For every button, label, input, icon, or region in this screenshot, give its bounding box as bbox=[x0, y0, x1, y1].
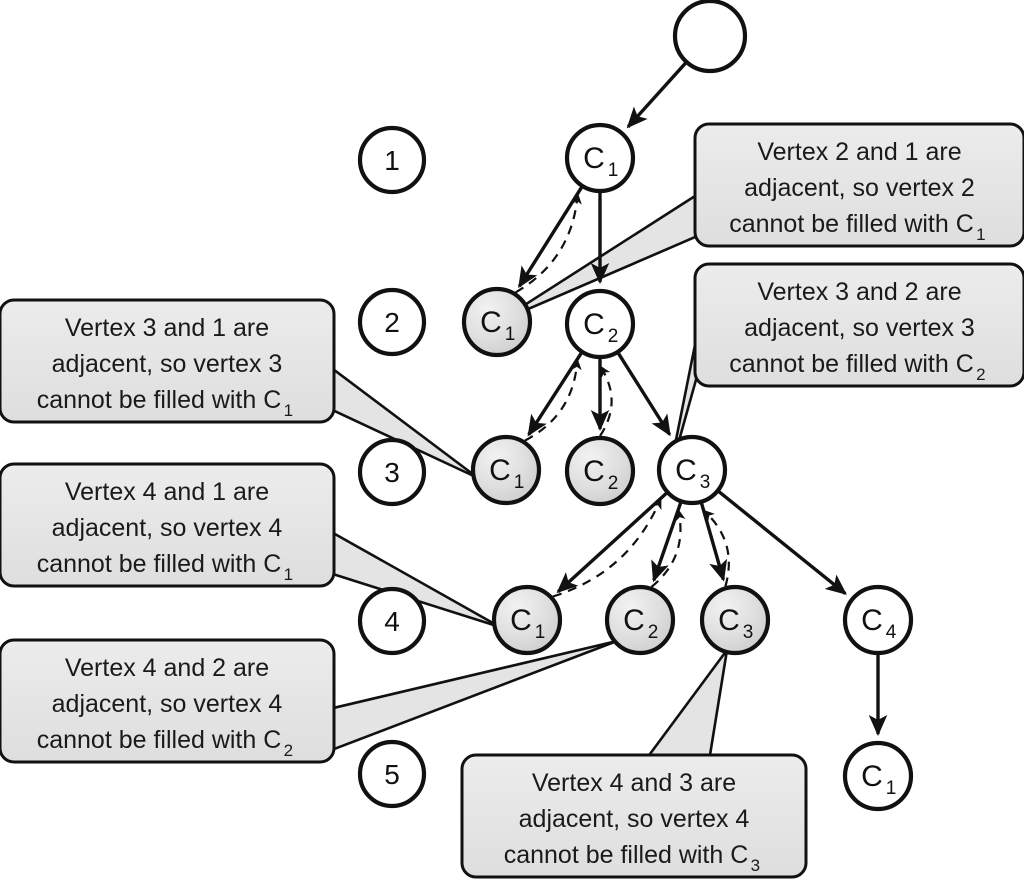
node-r3-c2-label: C bbox=[583, 455, 605, 488]
callout-vertex-3-and-2[interactable]: Vertex 3 and 2 are adjacent, so vertex 3 c… bbox=[693, 262, 1024, 388]
callout-vertex-4-and-3-line-3: cannot be filled with C bbox=[504, 841, 749, 869]
node-r5-c1-subscript: 1 bbox=[886, 778, 897, 799]
callout-group: Vertex 2 and 1 are adjacent, so vertex 2 c… bbox=[0, 122, 1024, 879]
node-r2-c1-subscript: 1 bbox=[505, 324, 516, 345]
callout-vertex-3-and-1-line-2: adjacent, so vertex 3 bbox=[52, 350, 283, 378]
callout-vertex-3-and-2-line-3: cannot be filled with C bbox=[729, 350, 974, 378]
node-r1-c1-label: C bbox=[583, 142, 605, 175]
callout-vertex-4-and-1-subscript: 1 bbox=[284, 565, 293, 584]
callout-vertex-4-and-2-line-2: adjacent, so vertex 4 bbox=[52, 690, 283, 718]
node-r4-c4-subscript: 4 bbox=[886, 622, 897, 643]
edge-r3c2-to-r2c2 bbox=[599, 365, 613, 437]
callout-vertex-3-and-1[interactable]: Vertex 3 and 1 are adjacent, so vertex 3 c… bbox=[0, 298, 336, 424]
node-r3-c3-subscript: 3 bbox=[700, 472, 711, 493]
node-r4-c2-subscript: 2 bbox=[648, 622, 659, 643]
edge-group bbox=[515, 61, 888, 737]
edge-r2c2-to-r3c1 bbox=[527, 351, 584, 437]
callout-vertex-4-and-2-pointer bbox=[330, 639, 619, 752]
callout-vertex-2-and-1-subscript: 1 bbox=[976, 225, 985, 244]
callout-vertex-4-and-1-line-3: cannot be filled with C bbox=[37, 550, 282, 578]
node-r2-c2-subscript: 2 bbox=[608, 326, 619, 347]
callout-vertex-3-and-2-subscript: 2 bbox=[976, 365, 985, 384]
edge-r3c3-to-r4c4 bbox=[717, 489, 847, 595]
edge-r3c3-to-r4c3 bbox=[699, 502, 728, 582]
node-r4-c3-subscript: 3 bbox=[743, 622, 754, 643]
callout-vertex-2-and-1-line-3: cannot be filled with C bbox=[729, 210, 974, 238]
node-r5-c1-label: C bbox=[861, 760, 883, 793]
row-label-4-text: 4 bbox=[384, 606, 400, 637]
node-r4-c4-label: C bbox=[861, 604, 883, 637]
callout-vertex-4-and-1-line-2: adjacent, so vertex 4 bbox=[52, 514, 283, 542]
edge-r2c2-to-r3c3 bbox=[616, 351, 672, 437]
callout-vertex-4-and-2-line-3: cannot be filled with C bbox=[37, 726, 282, 754]
node-r3-c1-subscript: 1 bbox=[514, 472, 525, 493]
node-r4-c1-label: C bbox=[510, 604, 532, 637]
callout-vertex-2-and-1-line-1: Vertex 2 and 1 are bbox=[757, 138, 961, 166]
callout-vertex-4-and-2-subscript: 2 bbox=[284, 741, 293, 760]
node-r3-c3-label: C bbox=[675, 454, 697, 487]
callout-vertex-2-and-1-line-2: adjacent, so vertex 2 bbox=[744, 174, 975, 202]
edge-root-to-r1c1 bbox=[626, 61, 688, 129]
node-r4-c1-subscript: 1 bbox=[535, 622, 546, 643]
edge-r4c1-to-r3c3 bbox=[552, 497, 662, 598]
row-label-group: 1 2 3 4 5 bbox=[357, 125, 427, 809]
node-r4-c2-label: C bbox=[623, 604, 645, 637]
row-label-5[interactable]: 5 bbox=[357, 739, 427, 809]
callout-vertex-4-and-3-subscript: 3 bbox=[751, 856, 760, 875]
callout-vertex-3-and-2-line-2: adjacent, so vertex 3 bbox=[744, 314, 975, 342]
callout-vertex-4-and-1[interactable]: Vertex 4 and 1 are adjacent, so vertex 4 c… bbox=[0, 462, 336, 588]
row-label-1[interactable]: 1 bbox=[357, 125, 427, 195]
edge-r3c3-to-r4c1 bbox=[556, 491, 668, 594]
callout-vertex-3-and-1-line-1: Vertex 3 and 1 are bbox=[65, 314, 269, 342]
callout-vertex-3-and-1-subscript: 1 bbox=[284, 401, 293, 420]
node-r1-c1-subscript: 1 bbox=[608, 160, 619, 181]
callout-vertex-4-and-3-pointer bbox=[646, 648, 729, 759]
row-label-3[interactable]: 3 bbox=[357, 437, 427, 507]
callout-vertex-4-and-2[interactable]: Vertex 4 and 2 are adjacent, so vertex 4 c… bbox=[0, 638, 336, 764]
node-r2-c1-label: C bbox=[480, 306, 502, 339]
node-r3-c1-label: C bbox=[489, 454, 511, 487]
row-label-3-text: 3 bbox=[384, 457, 400, 488]
node-r3-c2-subscript: 2 bbox=[608, 473, 619, 494]
node-r4-c3-label: C bbox=[718, 604, 740, 637]
row-label-2-text: 2 bbox=[384, 307, 400, 338]
callout-vertex-3-and-2-line-1: Vertex 3 and 2 are bbox=[757, 278, 961, 306]
callout-vertex-4-and-3[interactable]: Vertex 4 and 3 are adjacent, so vertex 4 c… bbox=[460, 753, 808, 879]
callout-vertex-3-and-1-line-3: cannot be filled with C bbox=[37, 386, 282, 414]
node-root[interactable] bbox=[672, 0, 748, 74]
row-label-1-text: 1 bbox=[384, 145, 400, 176]
callout-vertex-4-and-3-line-1: Vertex 4 and 3 are bbox=[532, 769, 736, 797]
node-r2-c2-label: C bbox=[583, 308, 605, 341]
callout-vertex-2-and-1[interactable]: Vertex 2 and 1 are adjacent, so vertex 2 c… bbox=[693, 122, 1024, 248]
callout-vertex-4-and-3-line-2: adjacent, so vertex 4 bbox=[519, 805, 750, 833]
edge-r3c1-to-r2c2 bbox=[524, 358, 582, 442]
row-label-2[interactable]: 2 bbox=[357, 287, 427, 357]
edge-r1c1-to-r2c1 bbox=[517, 185, 584, 289]
row-label-5-text: 5 bbox=[384, 759, 400, 790]
callout-vertex-4-and-2-line-1: Vertex 4 and 2 are bbox=[65, 654, 269, 682]
row-label-4[interactable]: 4 bbox=[357, 586, 427, 656]
callout-vertex-4-and-1-line-1: Vertex 4 and 1 are bbox=[65, 478, 269, 506]
